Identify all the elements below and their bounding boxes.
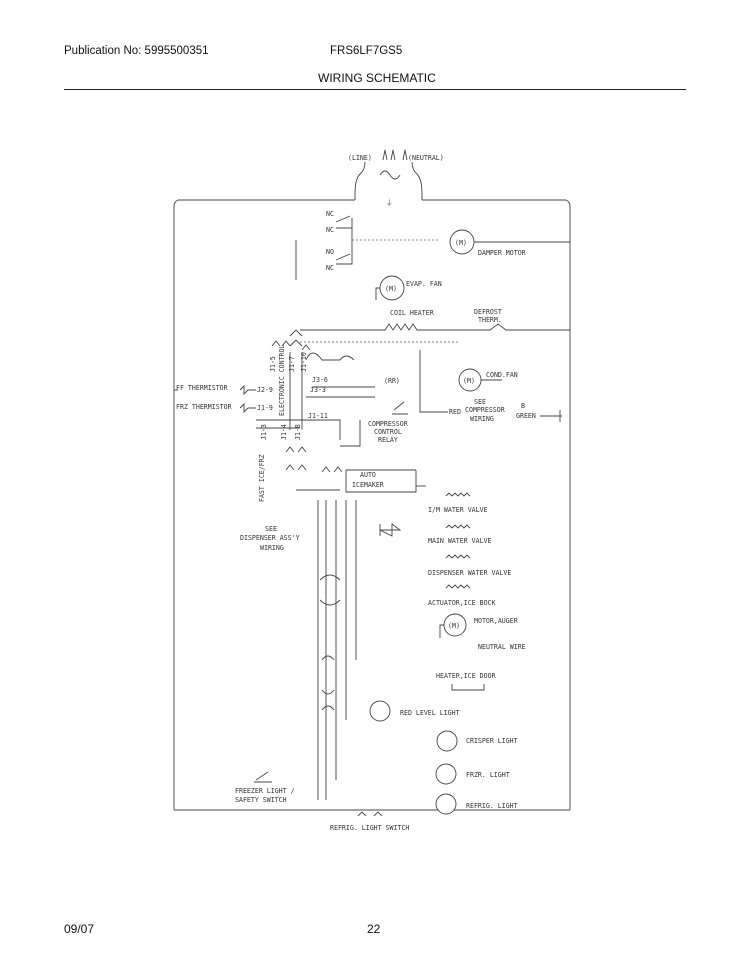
cond-fan: (M) COND.FAN (458, 368, 518, 392)
auger-motor-symbol: (M) (448, 622, 460, 630)
compressor-wiring-ref: SEE COMPRESSOR WIRING RED B GREEN (449, 398, 562, 423)
ground-mark: ⏚ (386, 199, 393, 207)
electronic-control: J1-5 J1-7 J1-10 ELECTRONIC CONTROL J3-6 … (256, 340, 355, 440)
line-label: (LINE) (348, 154, 372, 162)
heater-ice-door: HEATER,ICE DOOR (436, 672, 496, 691)
frz-thermistor-label: FRZ THERMISTOR (176, 403, 232, 411)
frzr-light-label: FRZR. LIGHT (466, 771, 510, 779)
relay-label-3: RELAY (378, 436, 398, 444)
heater-ice-door-label: HEATER,ICE DOOR (436, 672, 496, 680)
defrost-therm-label: THERM. (478, 316, 502, 324)
defrost-label: DEFROST (474, 308, 502, 316)
im-water-valve-label: I/M WATER VALVE (428, 506, 488, 514)
publication-number: Publication No: 5995500351 (64, 45, 209, 57)
see-dispenser-1: SEE (265, 525, 277, 533)
electronic-control-label: ELECTRONIC CONTROL (278, 345, 286, 416)
nc-label-3: NC (326, 264, 334, 272)
refrig-light-label: REFRIG. LIGHT (466, 802, 518, 810)
page-number: 22 (367, 922, 381, 936)
crisper-light-label: CRISPER LIGHT (466, 737, 518, 745)
pin-j1-5: J1-5 (269, 356, 277, 372)
neutral-label: (NEUTRAL) (408, 154, 444, 162)
main-water-valve-label: MAIN WATER VALVE (428, 537, 492, 545)
pin-j1-10: J1-10 (300, 352, 308, 372)
icemaker-label-2: ICEMAKER (352, 481, 384, 489)
line-neutral-plug: (LINE) (NEUTRAL) ⏚ (348, 149, 444, 207)
fast-ice-label: FAST ICE/FRZ (258, 454, 266, 502)
relay-label-1: COMPRESSOR (368, 420, 408, 428)
motor-auger-label: MOTOR,AUGER (474, 617, 518, 625)
see-dispenser-2: DISPENSER ASS'Y (240, 534, 300, 542)
pin-j1-8: J1-8 (294, 424, 302, 440)
model-number: FRS6LF7GS5 (330, 45, 403, 57)
red-level-light-label: RED LEVEL LIGHT (400, 709, 460, 717)
damper-switches: NC NC NO NC (295, 210, 440, 280)
page-title: WIRING SCHEMATIC (318, 71, 436, 85)
icemaker-label-1: AUTO (360, 471, 376, 479)
door-switches: FREEZER LIGHT / SAFETY SWITCH REFRIG. LI… (235, 771, 409, 832)
evap-fan: (M) EVAP. FAN (375, 275, 442, 301)
pin-j1-3: J1-3 (260, 424, 268, 440)
pin-j1-11: J1-11 (308, 412, 328, 420)
lights: RED LEVEL LIGHT CRISPER LIGHT FRZR. LIGH… (369, 700, 518, 815)
evap-fan-label: EVAP. FAN (406, 280, 442, 288)
damper-motor: (M) DAMPER MOTOR (449, 229, 570, 257)
pin-j3-3: J3-3 (310, 386, 326, 394)
nc-label-2: NC (326, 226, 334, 234)
pin-j2-9: J2-9 (257, 386, 273, 394)
pin-j1-7: J1-7 (288, 356, 296, 372)
ff-thermistor-label: FF THERMISTOR (176, 384, 228, 392)
relay-coil-symbol: (RR) (384, 377, 400, 385)
see-compressor-2: COMPRESSOR (465, 406, 505, 414)
thermistors: FF THERMISTOR FRZ THERMISTOR (174, 384, 256, 414)
auto-icemaker: AUTO ICEMAKER (345, 469, 426, 493)
auger-motor: (M) MOTOR,AUGER NEUTRAL WIRE (439, 613, 526, 651)
b-label: B (521, 402, 525, 410)
red-wire-label: RED (449, 408, 461, 416)
neutral-wire-label: NEUTRAL WIRE (478, 643, 526, 651)
dispenser-water-valve-label: DISPENSER WATER VALVE (428, 569, 511, 577)
cond-fan-symbol: (M) (463, 377, 475, 385)
green-wire-label: GREEN (516, 412, 536, 420)
actuator-label: ACTUATOR,ICE BOCK (428, 599, 496, 607)
see-compressor-3: WIRING (470, 415, 494, 423)
water-valves: I/M WATER VALVE MAIN WATER VALVE DISPENS… (428, 492, 511, 607)
freezer-light-switch-1: FREEZER LIGHT / (235, 787, 295, 795)
no-label: NO (326, 248, 334, 256)
footer-date: 09/07 (64, 922, 95, 936)
pin-j1-9: J1-9 (257, 404, 273, 412)
refrig-light-switch-label: REFRIG. LIGHT SWITCH (330, 824, 409, 832)
pin-j1-4: J1-4 (280, 424, 288, 440)
cond-fan-label: COND.FAN (486, 371, 518, 379)
main-bus-frame (173, 199, 571, 810)
freezer-light-switch-2: SAFETY SWITCH (235, 796, 287, 804)
evap-fan-symbol: (M) (385, 285, 397, 293)
damper-motor-symbol: (M) (455, 239, 467, 247)
fast-ice-switch: FAST ICE/FRZ (258, 446, 343, 502)
coil-heater-defrost: COIL HEATER DEFROST THERM. (289, 308, 570, 347)
see-dispenser-3: WIRING (260, 544, 284, 552)
relay-label-2: CONTROL (374, 428, 402, 436)
see-compressor-1: SEE (474, 398, 486, 406)
pin-j3-6: J3-6 (312, 376, 328, 384)
coil-heater-label: COIL HEATER (390, 309, 434, 317)
dispenser-assembly: SEE DISPENSER ASS'Y WIRING (240, 500, 402, 800)
header-divider (64, 89, 686, 90)
damper-motor-label: DAMPER MOTOR (478, 249, 526, 257)
compressor-relay: (RR) COMPRESSOR CONTROL RELAY (340, 350, 448, 447)
nc-label-1: NC (326, 210, 334, 218)
